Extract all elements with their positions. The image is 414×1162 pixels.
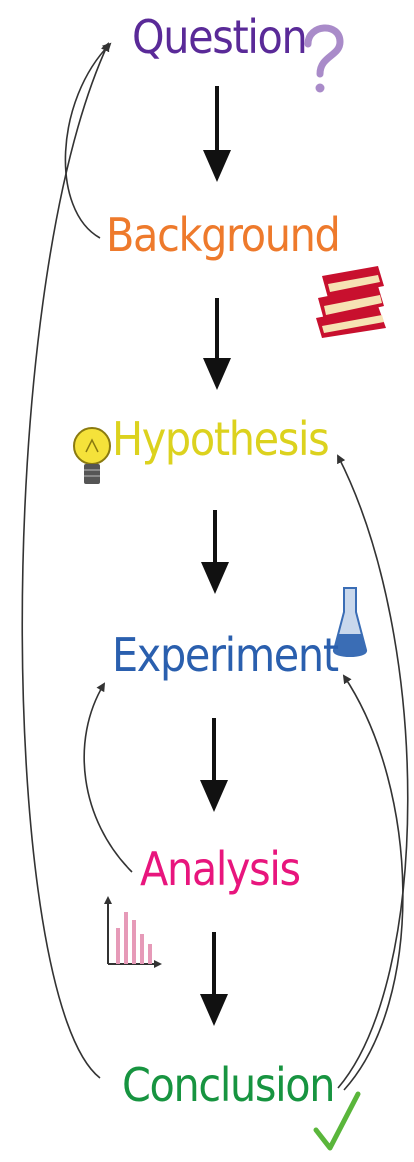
flask-icon (333, 587, 367, 657)
step-hypothesis-label: Hypothesis (112, 412, 330, 466)
step-background-label: Background (106, 208, 341, 262)
bar-chart-icon (104, 896, 162, 968)
check-mark-icon (313, 1091, 361, 1151)
feedback-arrow-conclusion-experiment (342, 674, 404, 1091)
feedback-arrow-conclusion-question (21, 42, 110, 1079)
forward-arrow-background-hypothesis (203, 298, 231, 390)
forward-arrow-hypothesis-experiment (201, 510, 229, 594)
forward-arrow-experiment-analysis (200, 718, 228, 812)
step-analysis-label: Analysis (140, 842, 301, 896)
step-experiment-label: Experiment (112, 628, 339, 682)
feedback-arrow-analysis-experiment (83, 682, 133, 873)
lightbulb-icon (73, 427, 111, 484)
question-mark-icon (304, 24, 344, 93)
forward-arrow-analysis-conclusion (200, 932, 228, 1026)
feedback-arrow-background-question (64, 42, 112, 239)
step-question-label: Question (132, 10, 308, 64)
step-conclusion-label: Conclusion (122, 1058, 335, 1112)
books-icon (316, 266, 386, 338)
feedback-arrow-conclusion-hypothesis (337, 454, 409, 1089)
forward-arrow-question-background (203, 86, 231, 182)
